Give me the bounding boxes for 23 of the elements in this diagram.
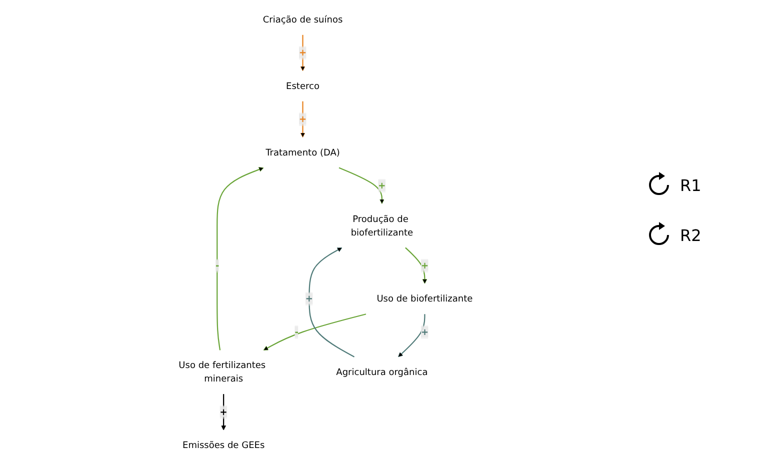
node-text: Uso de biofertilizante — [376, 293, 473, 304]
loop-label: R1 — [680, 176, 702, 194]
edge-label: + — [298, 47, 307, 58]
node-text: Tratamento (DA) — [266, 146, 340, 158]
arrow — [263, 314, 366, 350]
edge-label: + — [378, 180, 386, 191]
node-text: Emissões de GEEs — [182, 440, 265, 450]
node-text: Produção de biofertilizante — [350, 213, 414, 238]
arrow — [308, 247, 355, 358]
node-text: Criação de suínos — [262, 14, 343, 25]
edge-label: + — [305, 293, 313, 304]
arrow — [338, 167, 384, 204]
arrow — [398, 314, 426, 358]
node-text: Agricultura orgânica — [336, 366, 428, 378]
edge-label: + — [220, 406, 228, 418]
node-text: Uso de fertilizantes minerais — [178, 360, 266, 384]
node-text: Esterco — [286, 80, 320, 92]
edge-label: - — [216, 260, 220, 271]
edge-label: + — [298, 114, 307, 124]
loop-label: R2 — [680, 226, 702, 244]
edge-label: + — [420, 260, 428, 271]
edge-label: - — [294, 326, 298, 338]
edge-label: + — [420, 326, 428, 338]
